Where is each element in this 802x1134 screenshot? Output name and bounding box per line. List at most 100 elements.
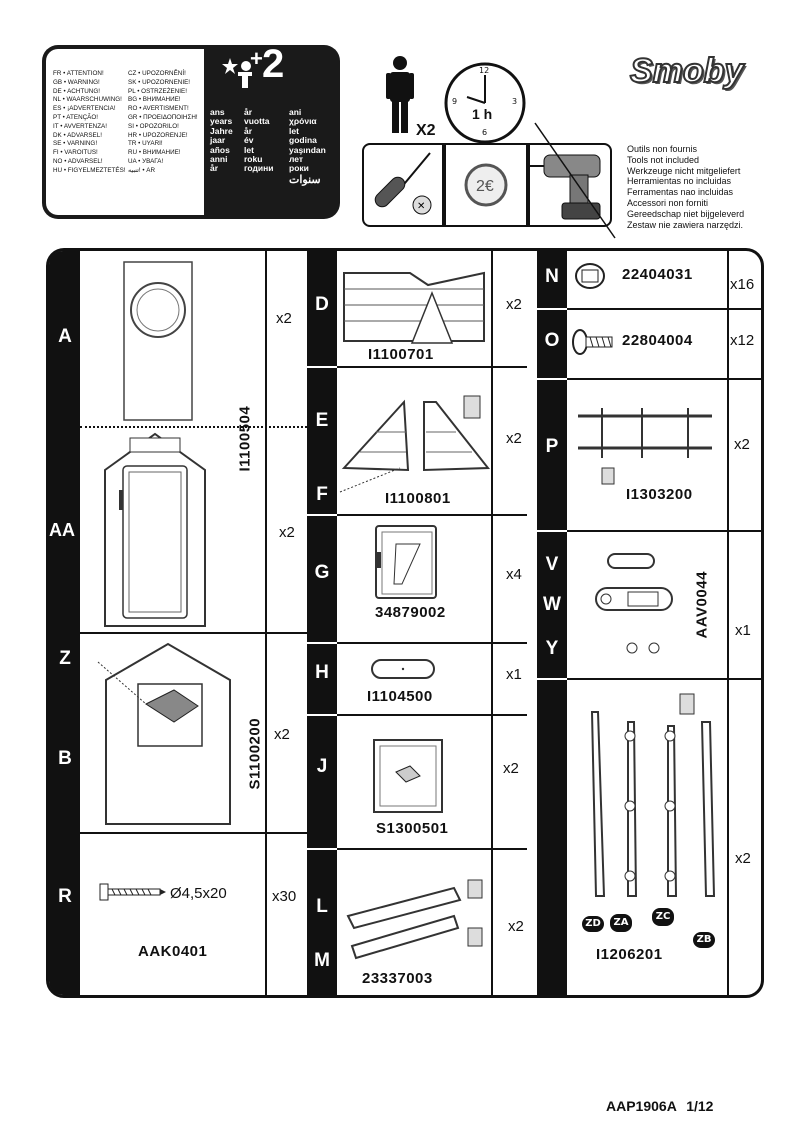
- qty-a: x2: [276, 310, 292, 327]
- clock-9: 9: [452, 97, 458, 106]
- screw-o-icon: [572, 329, 613, 355]
- qty-z-rail: x2: [735, 850, 751, 867]
- rail-z-drawing: [590, 693, 716, 897]
- part-code-a-aa: I1100504: [236, 405, 254, 472]
- svg-text:2€: 2€: [476, 178, 494, 195]
- qty-zb: x2: [274, 726, 290, 743]
- left-letter-bar: [49, 251, 80, 995]
- assembly-time: 1 h: [472, 106, 493, 122]
- qty-n: x16: [730, 276, 755, 293]
- warning-text-panel: [46, 49, 204, 215]
- coin-icon: 2€: [464, 163, 508, 207]
- rail-tag-zc: ZC: [652, 908, 674, 926]
- part-code-ef: I1100801: [385, 490, 451, 507]
- smoby-logo: Smoby: [629, 51, 744, 91]
- part-letter-w: W: [543, 594, 561, 615]
- panel-a-window-drawing: [123, 261, 193, 421]
- part-code-lm: 23337003: [362, 970, 433, 987]
- qty-d: x2: [506, 296, 522, 313]
- part-letter-r: R: [58, 886, 72, 907]
- part-code-d: I1100701: [368, 346, 434, 363]
- doc-code: AAP1906A: [606, 1098, 677, 1114]
- rail-tag-za: ZA: [610, 914, 632, 932]
- part-letter-y: Y: [545, 638, 559, 659]
- gable-wall-d-drawing: [343, 271, 485, 344]
- part-letter-z: Z: [59, 648, 71, 669]
- part-code-o: 22804004: [622, 332, 693, 349]
- rail-tag-zb: ZB: [693, 932, 715, 948]
- qty-h: x1: [506, 666, 522, 683]
- qty-p: x2: [734, 436, 750, 453]
- part-code-g: 34879002: [375, 604, 446, 621]
- qty-o: x12: [730, 332, 755, 349]
- clock-12: 12: [479, 66, 490, 75]
- svg-text:✕: ✕: [417, 201, 425, 212]
- warning-list-2: CZ • UPOZORNĚNÍ!SK • UPOZORNENIE!PL • OS…: [128, 70, 198, 174]
- part-code-zb: S1100200: [246, 717, 264, 790]
- qty-g: x4: [506, 566, 522, 583]
- clock-6: 6: [482, 128, 488, 137]
- persons-count: X2: [416, 122, 436, 139]
- qty-lm: x2: [508, 918, 524, 935]
- part-letter-h: H: [315, 662, 329, 683]
- screw-n-icon: [575, 263, 605, 289]
- not-included-strike: [534, 122, 616, 239]
- clock-3: 3: [512, 97, 518, 106]
- screwdriver-icon: ✕: [374, 152, 432, 215]
- door-g-drawing: [375, 525, 437, 599]
- page-number: 1/12: [686, 1098, 714, 1114]
- part-letter-o: O: [544, 330, 560, 351]
- qty-j: x2: [503, 760, 519, 777]
- clock-icon: [444, 62, 526, 144]
- screwdriver-box: ✕: [362, 143, 444, 227]
- child-icon: [222, 58, 252, 88]
- age-plus: +: [250, 46, 263, 71]
- part-letter-n: N: [545, 266, 559, 287]
- rail-tag-zd: ZD: [582, 916, 604, 932]
- part-letter-f: F: [316, 484, 328, 505]
- document-reference: AAP1906A 1/12: [606, 1098, 713, 1114]
- part-code-n: 22404031: [622, 266, 693, 283]
- part-letter-j: J: [316, 756, 328, 777]
- shutter-j-drawing: [373, 739, 443, 813]
- qty-ef: x2: [506, 430, 522, 447]
- part-code-r: AAK0401: [138, 943, 208, 960]
- qty-r: x30: [272, 888, 297, 905]
- screw-r-drawing: [99, 883, 166, 901]
- part-letter-p: P: [545, 436, 559, 457]
- accessories-vwy-drawing: [595, 553, 673, 654]
- part-letter-d: D: [315, 294, 329, 315]
- part-code-z-rail: I1206201: [596, 946, 663, 963]
- middle-letter-bar: [307, 251, 337, 995]
- warning-list-1: FR • ATTENTION!GB • WARNING!DE • ACHTUNG…: [53, 70, 126, 174]
- part-letter-l: L: [316, 896, 328, 917]
- panel-zb-drawing: [97, 642, 231, 825]
- part-code-p: I1303200: [626, 486, 693, 503]
- age-number: 2: [262, 42, 285, 86]
- qty-vwy: x1: [735, 622, 751, 639]
- screw-r-size: Ø4,5x20: [170, 885, 227, 902]
- right-letter-bar: [537, 251, 567, 995]
- qty-aa: x2: [279, 524, 295, 541]
- handle-h-drawing: [371, 659, 435, 679]
- a-aa-divider: [80, 426, 307, 428]
- cordless-drill-icon: [530, 154, 601, 220]
- part-letter-m: M: [314, 950, 330, 971]
- part-letter-a: A: [58, 326, 72, 347]
- part-letter-b: B: [58, 748, 72, 769]
- person-icon: [386, 56, 414, 133]
- panel-aa-door-drawing: [104, 432, 206, 627]
- part-code-h: I1104500: [367, 688, 433, 705]
- parts-table: [46, 248, 764, 998]
- roof-frame-p-drawing: [578, 408, 712, 485]
- part-code-j: S1300501: [376, 820, 449, 837]
- beam-lm-drawing: [346, 879, 483, 960]
- drill-box: [528, 143, 612, 227]
- part-letter-g: G: [314, 562, 330, 583]
- part-letter-v: V: [545, 554, 559, 575]
- coin-box: 2€: [444, 143, 528, 227]
